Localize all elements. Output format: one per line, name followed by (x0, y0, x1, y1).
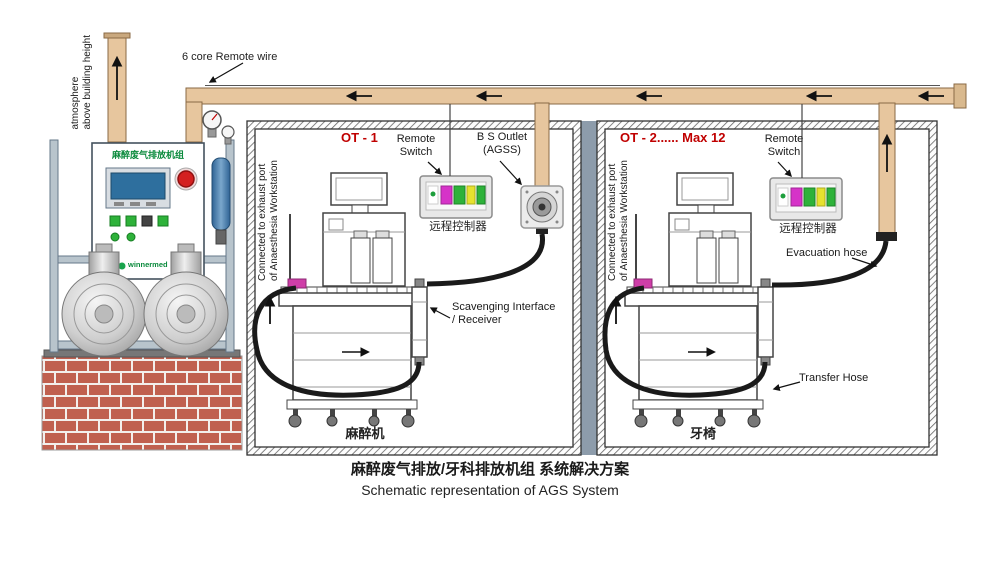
room1-connected-line2: of Anaesthesia Workstation (268, 160, 280, 281)
room2-machine-label: 牙椅 (689, 426, 716, 441)
room1-connected-line1: Connected to exhaust port (257, 163, 268, 281)
transfer-hose-label: Transfer Hose (799, 372, 869, 384)
room1-drop-pipe (534, 102, 550, 188)
room1-remote-switch-line1: Remote (396, 133, 436, 145)
room2-pipe-connector (876, 232, 897, 241)
atmosphere-label-line2: above building height (81, 35, 93, 130)
room1-machine-label: 麻醉机 (345, 426, 385, 441)
label-arrows (208, 62, 878, 391)
room1-controller-label: 远程控制器 (429, 221, 487, 233)
room-2-walls (596, 120, 938, 456)
room1-remote-switch-label: Remote Switch (389, 133, 443, 158)
bs-outlet-label: B S Outlet (AGSS) (470, 131, 534, 156)
main-exhaust-pipe (185, 87, 959, 105)
atmosphere-label-line1: atmosphere (70, 76, 81, 130)
room2-connected-line1: Connected to exhaust port (607, 163, 618, 281)
unit-inlet-pipe (185, 101, 203, 143)
pipe-end-cap (953, 83, 967, 109)
room2-remote-switch-line1: Remote (764, 133, 804, 145)
room2-controller-label: 远程控制器 (779, 223, 837, 235)
brand-logo-icon (118, 262, 126, 270)
remote-controller-2 (769, 177, 843, 221)
room1-remote-switch-line2: Switch (399, 145, 433, 158)
room-divider-wall (578, 121, 600, 455)
flow-arrows (111, 55, 944, 324)
room2-remote-switch-line2: Switch (767, 145, 801, 158)
diagram-title-english: Schematic representation of AGS System (361, 482, 619, 498)
remote-wire-label: 6 core Remote wire (182, 51, 278, 63)
unit-title: 麻醉废气排放机组 (111, 150, 184, 160)
vacuum-blowers (61, 243, 229, 357)
scavenging-line1: Scavenging Interface (452, 301, 556, 313)
bs-outlet-agss (520, 185, 564, 229)
brick-pedestal (41, 355, 243, 451)
scavenging-line2: / Receiver (452, 313, 502, 326)
filter-cylinder (211, 157, 231, 245)
scavenging-label: Scavenging Interface / Receiver (452, 301, 555, 326)
room1-connected-label: Connected to exhaust port of Anaesthesia… (257, 160, 280, 281)
room2-id: OT - 2...... Max 12 (620, 130, 726, 145)
diagram-title-chinese: 麻醉废气排放/牙科排放机组 系统解决方案 (350, 461, 630, 478)
room1-transfer-hose (426, 233, 545, 287)
outlet-stub (536, 226, 548, 234)
room2-connected-label: Connected to exhaust port of Anaesthesia… (607, 160, 630, 281)
remote-controller-1 (419, 175, 493, 219)
room1-id: OT - 1 (341, 130, 378, 145)
bs-outlet-line2: (AGSS) (483, 143, 521, 156)
evacuation-hose-label: Evacuation hose (786, 247, 868, 259)
room-1-walls (246, 120, 582, 456)
pressure-gauges (202, 110, 235, 145)
atmosphere-label: atmosphere above building height (70, 35, 93, 130)
room2-remote-switch-label: Remote Switch (757, 133, 811, 158)
bs-outlet-line1: B S Outlet (476, 131, 528, 143)
room2-transfer-hose (602, 285, 768, 398)
brand-label: winnermed (128, 260, 168, 269)
room2-connected-line2: of Anaesthesia Workstation (618, 160, 630, 281)
emergency-stop-button (177, 170, 195, 188)
room2-evacuation-hose (771, 240, 889, 288)
hoses (252, 233, 889, 398)
room1-evacuation-hose (252, 285, 422, 398)
